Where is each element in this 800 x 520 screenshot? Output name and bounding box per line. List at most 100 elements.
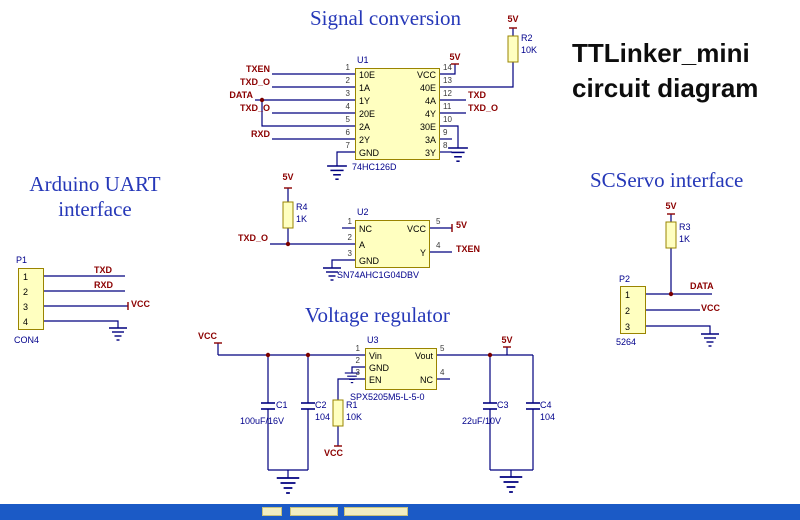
- p1-pin-number: 3: [23, 302, 29, 312]
- u1-pin-name: 30E: [419, 122, 436, 132]
- u2-pin-number: 3: [347, 249, 352, 258]
- p2-pin-number: 1: [625, 290, 631, 300]
- u1-pin-name: VCC: [416, 70, 436, 80]
- junction-dots: [259, 97, 674, 358]
- net-label-rxd: RXD: [250, 129, 270, 139]
- ground-icon: [700, 333, 720, 347]
- net-label-txd: TXD: [468, 90, 486, 100]
- p2-pin-number: 3: [625, 322, 631, 332]
- u1-pin-name: 3Y: [424, 148, 436, 158]
- p2-connector-body: 1 2 3: [620, 286, 646, 334]
- u3-ref: U3: [367, 335, 379, 345]
- wires: [44, 28, 712, 478]
- c3-ref: C3: [497, 400, 509, 410]
- p2-ref: P2: [619, 274, 631, 284]
- ground-icon: [447, 147, 469, 162]
- u3-chip-body: Vin GND EN Vout NC: [365, 348, 437, 390]
- net-label-txd-o: TXD_O: [237, 233, 268, 243]
- u3-pin-number: 1: [355, 344, 360, 353]
- u2-pin-name: NC: [359, 224, 372, 234]
- capacitor-symbols: [261, 402, 540, 410]
- arduino-uart-title-line1: Arduino UART: [29, 172, 161, 196]
- u1-chip-body: 10E 1A 1Y 20E 2A 2Y GND VCC 40E 4A 4Y 30…: [355, 68, 440, 160]
- u2-chip-body: NC A GND VCC Y: [355, 220, 430, 268]
- u2-pin-name: A: [359, 240, 366, 250]
- net-label-txd: TXD: [94, 265, 112, 275]
- u2-pin-number: 2: [347, 233, 352, 242]
- r2-value: 10K: [521, 45, 538, 55]
- u3-pin-name: Vin: [369, 351, 382, 361]
- voltage-regulator-title: Voltage regulator: [305, 303, 450, 327]
- u1-ref: U1: [357, 55, 369, 65]
- net-label-data: DATA: [690, 281, 714, 291]
- u3-pin-name: NC: [420, 375, 433, 385]
- u2-ref: U2: [357, 207, 369, 217]
- u1-pin-name: 4A: [424, 96, 436, 106]
- c2-value: 104: [315, 412, 331, 422]
- ground-icon: [498, 476, 524, 493]
- arduino-uart-title-line2: interface: [58, 197, 132, 221]
- p1-pin-number: 1: [23, 272, 29, 282]
- u1-pin-name: 3A: [424, 135, 436, 145]
- u2-pin-name: Y: [419, 248, 426, 258]
- u3-part-number: SPX5205M5-L-5-0: [350, 392, 425, 402]
- ground-icon: [108, 327, 128, 341]
- u1-pin-number: 5: [345, 115, 350, 124]
- p1-part-number: CON4: [14, 335, 40, 345]
- resistor-symbols: [282, 35, 677, 427]
- u1-pin-number: 14: [443, 63, 452, 72]
- u1-pin-number: 13: [443, 76, 452, 85]
- net-label-txd-o: TXD_O: [239, 77, 270, 87]
- p2-pin-number: 2: [625, 306, 631, 316]
- u3-pin-number: 3: [355, 368, 360, 377]
- u1-pin-number: 1: [345, 63, 350, 72]
- r1-ref: R1: [346, 400, 358, 410]
- r4-ref: R4: [296, 202, 308, 212]
- c1-ref: C1: [276, 400, 288, 410]
- p1-pin-number: 2: [23, 287, 29, 297]
- u3-pin-name: Vout: [414, 351, 433, 361]
- power-label-vcc: VCC: [324, 448, 344, 458]
- c3-value: 22uF/10V: [462, 416, 502, 426]
- u2-pin-number: 5: [436, 217, 441, 226]
- u3-pin-number: 5: [440, 344, 445, 353]
- u1-pin-number: 7: [345, 141, 350, 150]
- r4-value: 1K: [296, 214, 308, 224]
- u1-pin-number: 6: [345, 128, 350, 137]
- net-label-txd-o: TXD_O: [468, 103, 499, 113]
- p2-part-number: 5264: [616, 337, 637, 347]
- power-label-vcc: VCC: [701, 303, 721, 313]
- u3-pin-name: GND: [369, 363, 389, 373]
- r1-value: 10K: [346, 412, 363, 422]
- main-title-line2: circuit diagram: [572, 73, 759, 103]
- u2-pin-number: 4: [436, 241, 441, 250]
- u1-pin-number: 10: [443, 115, 452, 124]
- resistor-r4-body: [282, 201, 294, 229]
- net-label-txen: TXEN: [245, 64, 270, 74]
- ground-icon: [326, 165, 348, 180]
- c1-value: 100uF/16V: [240, 416, 285, 426]
- u1-pin-name: 2Y: [359, 135, 371, 145]
- p1-connector-body: 1 2 3 4: [18, 268, 44, 330]
- u3-pin-name: EN: [369, 375, 382, 385]
- u2-part-number: SN74AHC1G04DBV: [337, 270, 420, 280]
- taskbar-item: [344, 507, 408, 516]
- u1-pin-number: 9: [443, 128, 448, 137]
- u1-pin-number: 4: [345, 102, 350, 111]
- power-label-5v: 5V: [456, 220, 468, 230]
- u1-pin-number: 8: [443, 141, 448, 150]
- resistor-r3-body: [665, 221, 677, 249]
- main-title-line1: TTLinker_mini: [572, 38, 750, 68]
- net-label-rxd: RXD: [94, 280, 114, 290]
- u1-pin-name: 2A: [359, 122, 371, 132]
- u2-pin-name: VCC: [406, 224, 426, 234]
- scservo-title: SCServo interface: [590, 168, 744, 192]
- signal-conversion-title: Signal conversion: [310, 6, 462, 30]
- arduino-uart-title: Arduino UART interface: [2, 172, 188, 222]
- r2-ref: R2: [521, 33, 533, 43]
- u3-pin-number: 4: [440, 368, 445, 377]
- power-port-bars: [127, 27, 675, 447]
- u1-pin-number: 2: [345, 76, 350, 85]
- u1-pin-number: 11: [443, 102, 452, 111]
